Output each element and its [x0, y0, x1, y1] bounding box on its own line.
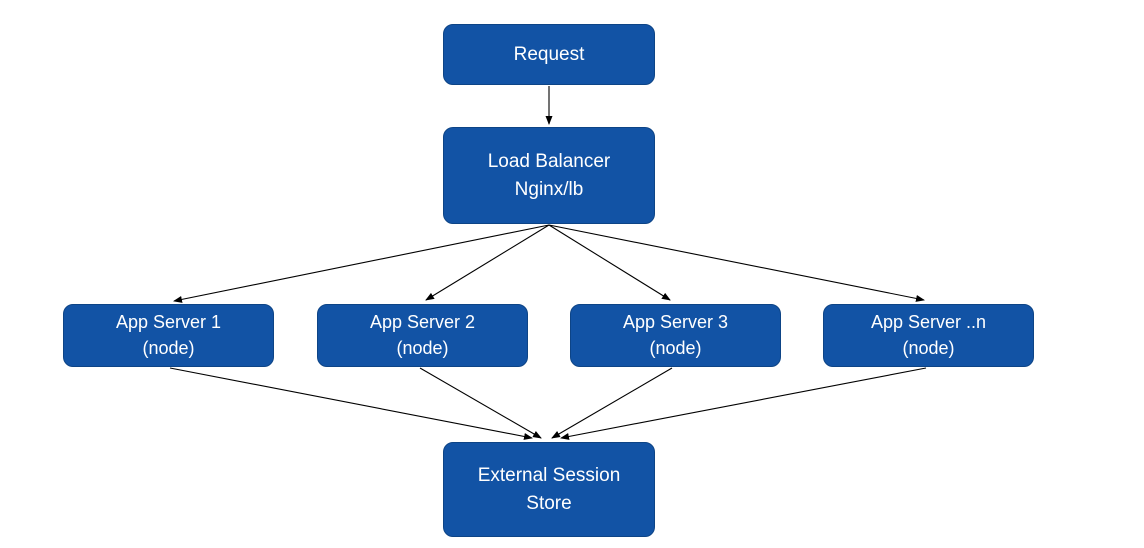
node-request-label: Request	[513, 43, 585, 65]
edge-app-server-1-to-session-store	[169, 367, 533, 440]
node-load-balancer: Load Balancer Nginx/lb	[443, 127, 655, 224]
edge-app-server-2-to-session-store	[419, 367, 542, 439]
node-app-server-1-label: App Server 1 (node)	[115, 312, 222, 358]
node-load-balancer-label: Load Balancer Nginx/lb	[487, 150, 611, 200]
node-app-server-n: App Server ..n (node)	[823, 304, 1034, 367]
edge-load-balancer-to-app-server-1	[173, 224, 550, 303]
edge-load-balancer-to-app-server-n	[548, 224, 925, 302]
edge-app-server-n-to-session-store	[560, 367, 927, 440]
edge-load-balancer-to-app-server-2	[425, 224, 550, 301]
node-app-server-n-label: App Server ..n (node)	[870, 312, 987, 358]
node-app-server-2-label: App Server 2 (node)	[369, 312, 476, 358]
edge-app-server-3-to-session-store	[551, 367, 673, 439]
node-session-store-label: External Session Store	[477, 464, 621, 514]
edge-load-balancer-to-app-server-3	[548, 224, 671, 301]
node-session-store: External Session Store	[443, 442, 655, 537]
node-app-server-1: App Server 1 (node)	[63, 304, 274, 367]
node-app-server-2: App Server 2 (node)	[317, 304, 528, 367]
node-app-server-3-label: App Server 3 (node)	[622, 312, 729, 358]
node-request: Request	[443, 24, 655, 85]
node-app-server-3: App Server 3 (node)	[570, 304, 781, 367]
